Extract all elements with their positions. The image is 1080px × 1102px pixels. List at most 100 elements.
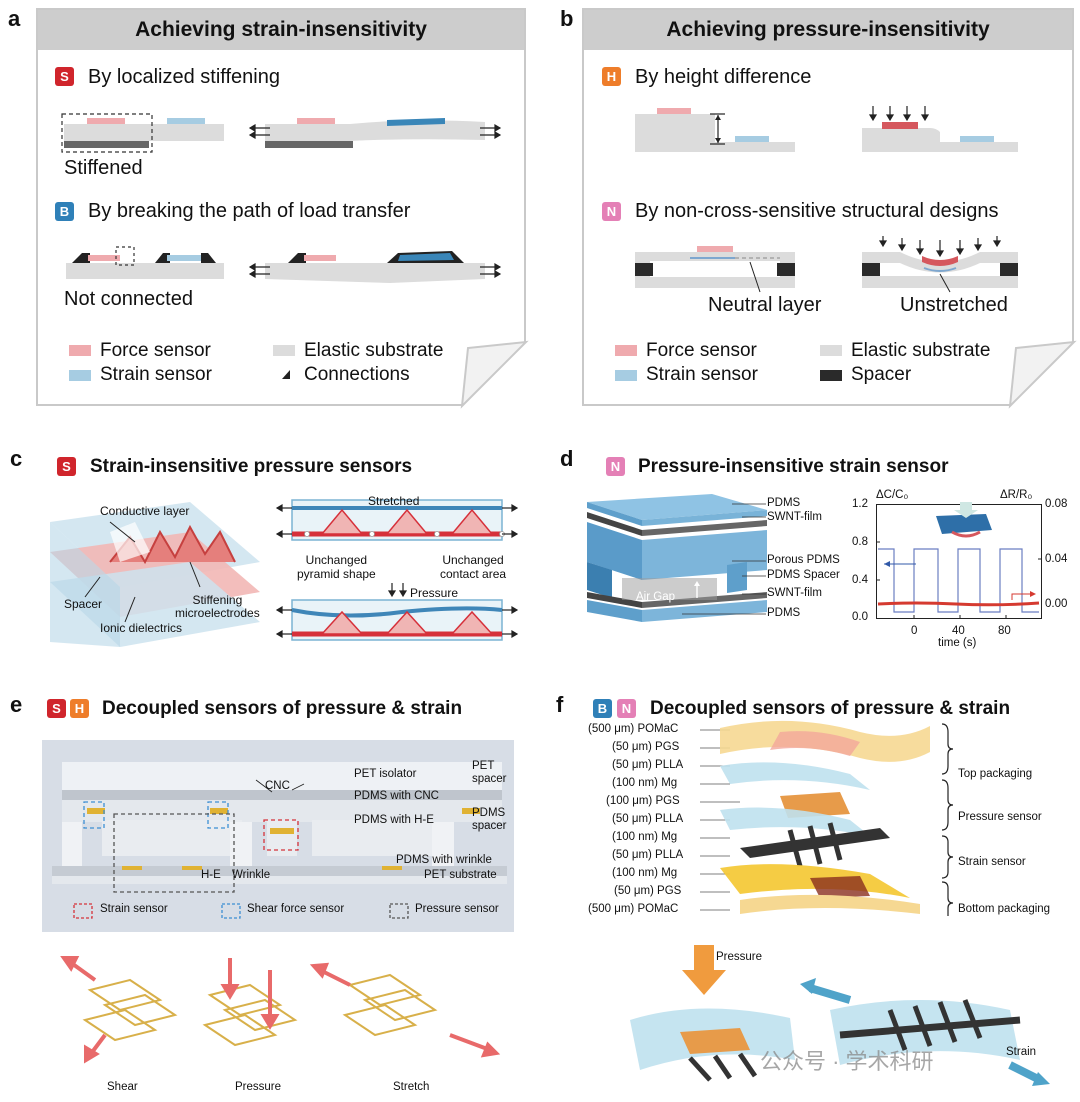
- panel-a-title: Achieving strain-insensitivity: [38, 10, 524, 50]
- badge-s: S: [57, 457, 76, 476]
- layer-label-1: (500 μm) POMaC: [588, 723, 679, 735]
- layer-label-9: (100 nm) Mg: [612, 867, 678, 879]
- label-pet-isolator: PET isolator: [354, 768, 417, 780]
- layer-label-3: (50 μm) PLLA: [612, 759, 684, 771]
- panel-c-title: Strain-insensitive pressure sensors: [90, 456, 413, 477]
- left-axis-label: ΔC/C₀: [876, 489, 909, 501]
- label-not-connected: Not connected: [64, 288, 193, 310]
- label-unchanged-pyramid-shape: Unchanged pyramid shape: [297, 553, 376, 581]
- left-tick-1: 1.2: [852, 498, 868, 510]
- badge-b: B: [55, 202, 74, 221]
- sensor-array-modes: [60, 956, 501, 1064]
- label-ionic-dielectrics: Ionic dielectrics: [100, 621, 183, 635]
- label-pdms-wrinkle: PDMS with wrinkle: [396, 854, 492, 866]
- connection-triangle-icon: [282, 370, 290, 379]
- panel-b-title: Achieving pressure-insensitivity: [584, 10, 1072, 50]
- legend-strain-sensor: Strain sensor: [100, 903, 168, 915]
- badge-n: N: [602, 202, 621, 221]
- panel-a-label: a: [8, 6, 21, 31]
- panel-c-label: c: [10, 446, 23, 471]
- layer-label-10: (50 μm) PGS: [614, 885, 682, 897]
- layer-label-11: (500 μm) POMaC: [588, 903, 679, 915]
- layer-stack-illustration: [700, 720, 930, 914]
- left-tick-4: 0.0: [852, 611, 868, 623]
- panel-a-card: Achieving strain-insensitivity: [36, 8, 529, 409]
- x-tick-3: 80: [998, 625, 1011, 637]
- label-spacer: Spacer: [64, 597, 103, 611]
- page-fold-icon: [460, 340, 529, 409]
- legend-elastic-substrate: Elastic substrate: [304, 340, 444, 361]
- panel-b-label: b: [560, 6, 574, 31]
- response-plot: [876, 502, 1042, 619]
- mode-stretch: Stretch: [393, 1081, 430, 1093]
- legend-force-sensor: Force sensor: [100, 340, 211, 361]
- label-conductive-layer: Conductive layer: [100, 504, 190, 518]
- stiffening-diagram: [61, 113, 502, 153]
- badge-s: S: [47, 699, 66, 718]
- mode-pressure: Pressure: [235, 1081, 282, 1093]
- height-difference-diagram: [635, 106, 1018, 152]
- breaking-path-diagram: [66, 246, 502, 283]
- legend-strain-sensor: Strain sensor: [646, 364, 758, 385]
- legend-spacer: Spacer: [851, 364, 912, 385]
- x-tick-1: 0: [911, 625, 918, 637]
- label-stiffened: Stiffened: [64, 157, 143, 179]
- legend-elastic-substrate: Elastic substrate: [851, 340, 991, 361]
- layer-label-4: PDMS Spacer: [767, 569, 840, 581]
- x-tick-2: 40: [952, 625, 965, 637]
- layer-label-5: SWNT-film: [767, 587, 822, 599]
- label-pdms-cnc: PDMS with CNC: [354, 790, 439, 802]
- left-tick-2: 0.8: [852, 536, 868, 548]
- legend-spacer-swatch: [820, 370, 842, 381]
- panel-e-label: e: [10, 692, 23, 717]
- left-tick-3: 0.4: [852, 574, 868, 586]
- watermark: 公众号 · 学术科研: [760, 1049, 934, 1074]
- layer-label-2: SWNT-film: [767, 511, 822, 523]
- label-unchanged-contact-area: Unchanged contact area: [440, 553, 507, 581]
- x-axis-label: time (s): [938, 637, 977, 649]
- layer-label-6: PDMS: [767, 607, 801, 619]
- layer-label-5: (100 μm) PGS: [606, 795, 680, 807]
- label-unstretched: Unstretched: [900, 294, 1008, 316]
- label-pressure: Pressure: [716, 951, 763, 963]
- deformation-illustration: [630, 945, 1050, 1086]
- neutral-layer-diagram: [635, 236, 1018, 293]
- legend-shear-sensor: Shear force sensor: [247, 903, 345, 915]
- legend-force-swatch: [615, 345, 637, 356]
- badge-h: H: [602, 67, 621, 86]
- label-pressure: Pressure: [410, 586, 459, 600]
- stretched-cross-section: [275, 499, 519, 641]
- layer-label-3: Porous PDMS: [767, 554, 840, 566]
- badge-b: B: [593, 699, 612, 718]
- stiffening-3d-illustration: [50, 502, 260, 647]
- label-neutral-layer: Neutral layer: [708, 294, 822, 316]
- label-strain: Strain: [1006, 1046, 1037, 1058]
- badge-s: S: [55, 67, 74, 86]
- strategy-breaking-load-path: By breaking the path of load transfer: [88, 200, 411, 222]
- group-braces: [941, 723, 954, 916]
- mode-shear: Shear: [107, 1081, 138, 1093]
- right-tick-1: 0.08: [1045, 498, 1068, 510]
- label-pet-substrate: PET substrate: [424, 869, 497, 881]
- legend-strain-sensor: Strain sensor: [100, 364, 212, 385]
- label-pet-spacer: PET spacer: [472, 760, 507, 785]
- label-he: H-E: [201, 869, 221, 881]
- layer-label-8: (50 μm) PLLA: [612, 849, 684, 861]
- legend-pressure-sensor: Pressure sensor: [415, 903, 499, 915]
- panel-f-title: Decoupled sensors of pressure & strain: [650, 698, 1011, 719]
- label-stretched: Stretched: [368, 494, 420, 508]
- label-pdms-spacer: PDMS spacer: [472, 807, 507, 832]
- panel-f-label: f: [556, 692, 564, 717]
- strain-sensor-stack: [587, 494, 767, 622]
- badge-n: N: [606, 457, 625, 476]
- legend-connections: Connections: [304, 364, 410, 385]
- panel-b-card: Achieving pressure-insensitivity: [582, 8, 1077, 409]
- group-strain-sensor: Strain sensor: [958, 856, 1026, 868]
- strategy-non-cross-sensitive: By non-cross-sensitive structural design…: [635, 200, 999, 222]
- legend-strain-swatch: [69, 370, 91, 381]
- label-stiffening-microelectrodes: Stiffening microelectrodes: [175, 593, 260, 620]
- panel-e-title: Decoupled sensors of pressure & strain: [102, 698, 463, 719]
- right-tick-3: 0.00: [1045, 598, 1068, 610]
- group-pressure-sensor: Pressure sensor: [958, 811, 1042, 823]
- legend-elastic-swatch: [273, 345, 295, 356]
